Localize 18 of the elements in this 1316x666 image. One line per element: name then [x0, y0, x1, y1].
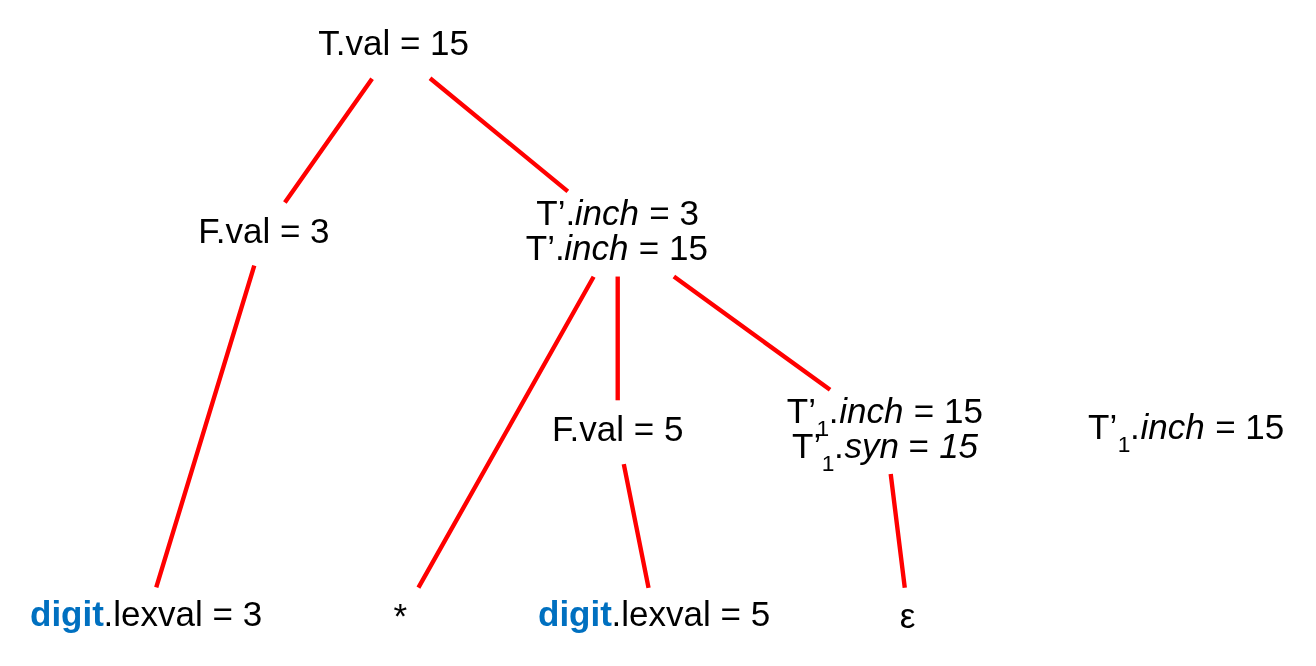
node-text: digit.lexval = 5: [538, 594, 771, 634]
connector: [615, 276, 620, 401]
node-text: F.val = 5: [552, 408, 684, 448]
connector: [621, 463, 651, 589]
node-text: *: [393, 596, 408, 636]
node-text: T’.inch = 3 T’.inch = 15: [525, 193, 708, 268]
node-text: digit.lexval = 3: [30, 594, 263, 634]
connector: [428, 76, 570, 194]
connector: [416, 275, 596, 589]
node-text: T’$_{1}$.inch = 15 T’$_{1}$.syn = 15: [786, 391, 983, 477]
node-text: F.val = 3: [198, 210, 330, 250]
connector: [888, 473, 907, 588]
node-text: ε: [899, 596, 916, 636]
label: T’$_{1}$.inch = 15: [1088, 406, 1285, 457]
connector: [154, 264, 257, 589]
connector: [672, 274, 832, 392]
node-text: T.val = 15: [318, 23, 470, 63]
connector: [283, 77, 374, 204]
